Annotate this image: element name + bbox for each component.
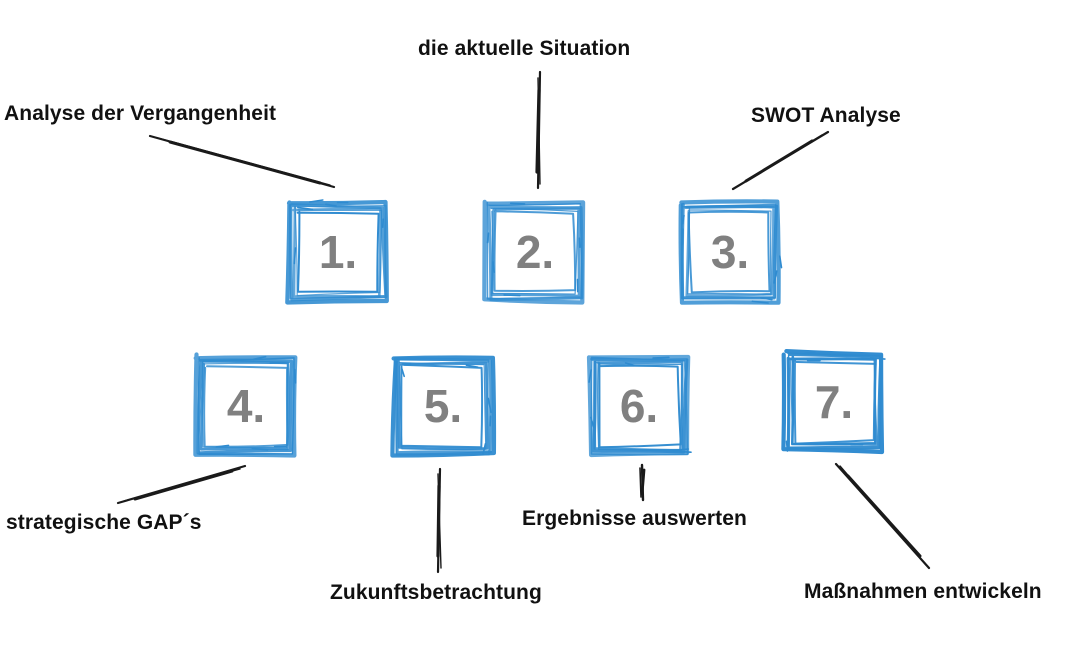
sketch-stroke bbox=[781, 349, 885, 455]
sketch-stroke bbox=[294, 368, 297, 384]
step-box-5: 5. bbox=[390, 354, 497, 458]
sketch-stroke bbox=[869, 357, 886, 360]
sketch-stroke bbox=[503, 294, 521, 297]
connector-1 bbox=[148, 134, 336, 189]
sketch-frame bbox=[586, 354, 692, 458]
connector-3 bbox=[731, 130, 830, 191]
sketch-stroke bbox=[787, 352, 883, 450]
sketch-stroke bbox=[590, 356, 689, 456]
sketch-stroke bbox=[590, 416, 595, 428]
sketch-frame bbox=[482, 199, 586, 305]
step-number-2: 2. bbox=[515, 226, 555, 278]
sketch-stroke bbox=[680, 203, 777, 299]
step-number-3: 3. bbox=[710, 226, 750, 278]
sketch-stroke bbox=[588, 369, 592, 383]
sketch-stroke bbox=[293, 247, 297, 265]
sketch-stroke bbox=[289, 203, 388, 302]
step-label-5: Zukunftsbetrachtung bbox=[330, 581, 542, 604]
connector-2 bbox=[535, 70, 542, 190]
step-box-2: 2. bbox=[482, 199, 587, 305]
sketch-stroke bbox=[482, 443, 487, 456]
sketch-stroke bbox=[624, 362, 635, 367]
sketch-stroke bbox=[390, 355, 497, 458]
sketch-stroke bbox=[779, 255, 783, 269]
step-box-7: 7. bbox=[781, 349, 886, 455]
step-number-4: 4. bbox=[226, 380, 266, 432]
sketch-stroke bbox=[687, 210, 771, 294]
sketch-stroke bbox=[269, 361, 286, 364]
sketch-stroke bbox=[486, 201, 583, 300]
sketch-stroke bbox=[681, 228, 684, 246]
step-box-3: 3. bbox=[678, 199, 783, 305]
sketch-stroke bbox=[400, 366, 405, 378]
sketch-stroke bbox=[679, 450, 692, 453]
sketch-stroke bbox=[201, 361, 289, 449]
sketch-stroke bbox=[398, 362, 487, 451]
sketch-stroke bbox=[482, 199, 586, 305]
step-number-1: 1. bbox=[318, 226, 358, 278]
sketch-stroke bbox=[289, 203, 387, 300]
step-label-1: Analyse der Vergangenheit bbox=[4, 102, 277, 125]
sketch-frame bbox=[678, 199, 783, 305]
sketch-stroke bbox=[325, 203, 338, 207]
sketch-stroke bbox=[193, 352, 298, 458]
step-label-3: SWOT Analyse bbox=[751, 104, 901, 127]
step-number-6: 6. bbox=[619, 380, 659, 432]
connector-4 bbox=[116, 464, 247, 505]
sketch-stroke bbox=[486, 232, 490, 244]
sketch-stroke bbox=[252, 355, 267, 361]
step-number-5: 5. bbox=[423, 380, 463, 432]
sketch-stroke bbox=[788, 355, 877, 446]
sketch-stroke bbox=[285, 199, 389, 305]
step-box-1: 1. bbox=[285, 199, 390, 305]
step-box-4: 4. bbox=[193, 352, 298, 458]
sketch-stroke bbox=[308, 199, 324, 203]
sketch-stroke bbox=[789, 358, 878, 445]
sketch-stroke bbox=[215, 444, 230, 448]
sketch-stroke bbox=[681, 214, 685, 225]
sketch-frame bbox=[390, 355, 497, 458]
sketch-stroke bbox=[203, 365, 289, 448]
step-label-6: Ergebnisse auswerten bbox=[522, 507, 747, 530]
sketch-stroke bbox=[297, 206, 314, 211]
sketch-stroke bbox=[760, 297, 773, 301]
sketch-frame bbox=[781, 349, 886, 455]
sketch-stroke bbox=[791, 358, 877, 445]
sketch-stroke bbox=[492, 261, 495, 273]
step-label-7: Maßnahmen entwickeln bbox=[804, 580, 1042, 603]
sketch-stroke bbox=[251, 447, 269, 451]
sketch-stroke bbox=[773, 270, 778, 284]
sketch-stroke bbox=[598, 362, 682, 449]
connector-7 bbox=[834, 462, 931, 570]
step-label-4: strategische GAP´s bbox=[6, 511, 202, 534]
sketch-stroke bbox=[199, 360, 290, 451]
sketch-stroke bbox=[652, 356, 670, 359]
sketch-stroke bbox=[687, 207, 772, 296]
sketch-stroke bbox=[197, 357, 295, 455]
step-label-2: die aktuelle Situation bbox=[418, 37, 631, 60]
sketch-stroke bbox=[804, 351, 816, 355]
sketch-stroke bbox=[465, 364, 479, 368]
sketch-frame bbox=[193, 352, 298, 458]
sketch-stroke bbox=[509, 202, 526, 205]
step-box-6: 6. bbox=[586, 354, 692, 458]
sketch-stroke bbox=[487, 397, 492, 414]
sketch-stroke bbox=[751, 300, 769, 304]
sketch-stroke bbox=[395, 359, 490, 456]
sketch-stroke bbox=[490, 207, 579, 295]
sketch-stroke bbox=[672, 448, 689, 452]
sketch-stroke bbox=[381, 218, 384, 229]
connector-6 bbox=[639, 463, 646, 502]
sketch-stroke bbox=[785, 440, 789, 452]
step-number-7: 7. bbox=[814, 376, 854, 428]
sketch-stroke bbox=[791, 398, 795, 414]
sketch-stroke bbox=[296, 210, 380, 293]
sketch-frame bbox=[285, 199, 389, 305]
sketch-stroke bbox=[294, 206, 383, 297]
sketch-stroke bbox=[397, 359, 489, 450]
connector-5 bbox=[436, 467, 442, 574]
